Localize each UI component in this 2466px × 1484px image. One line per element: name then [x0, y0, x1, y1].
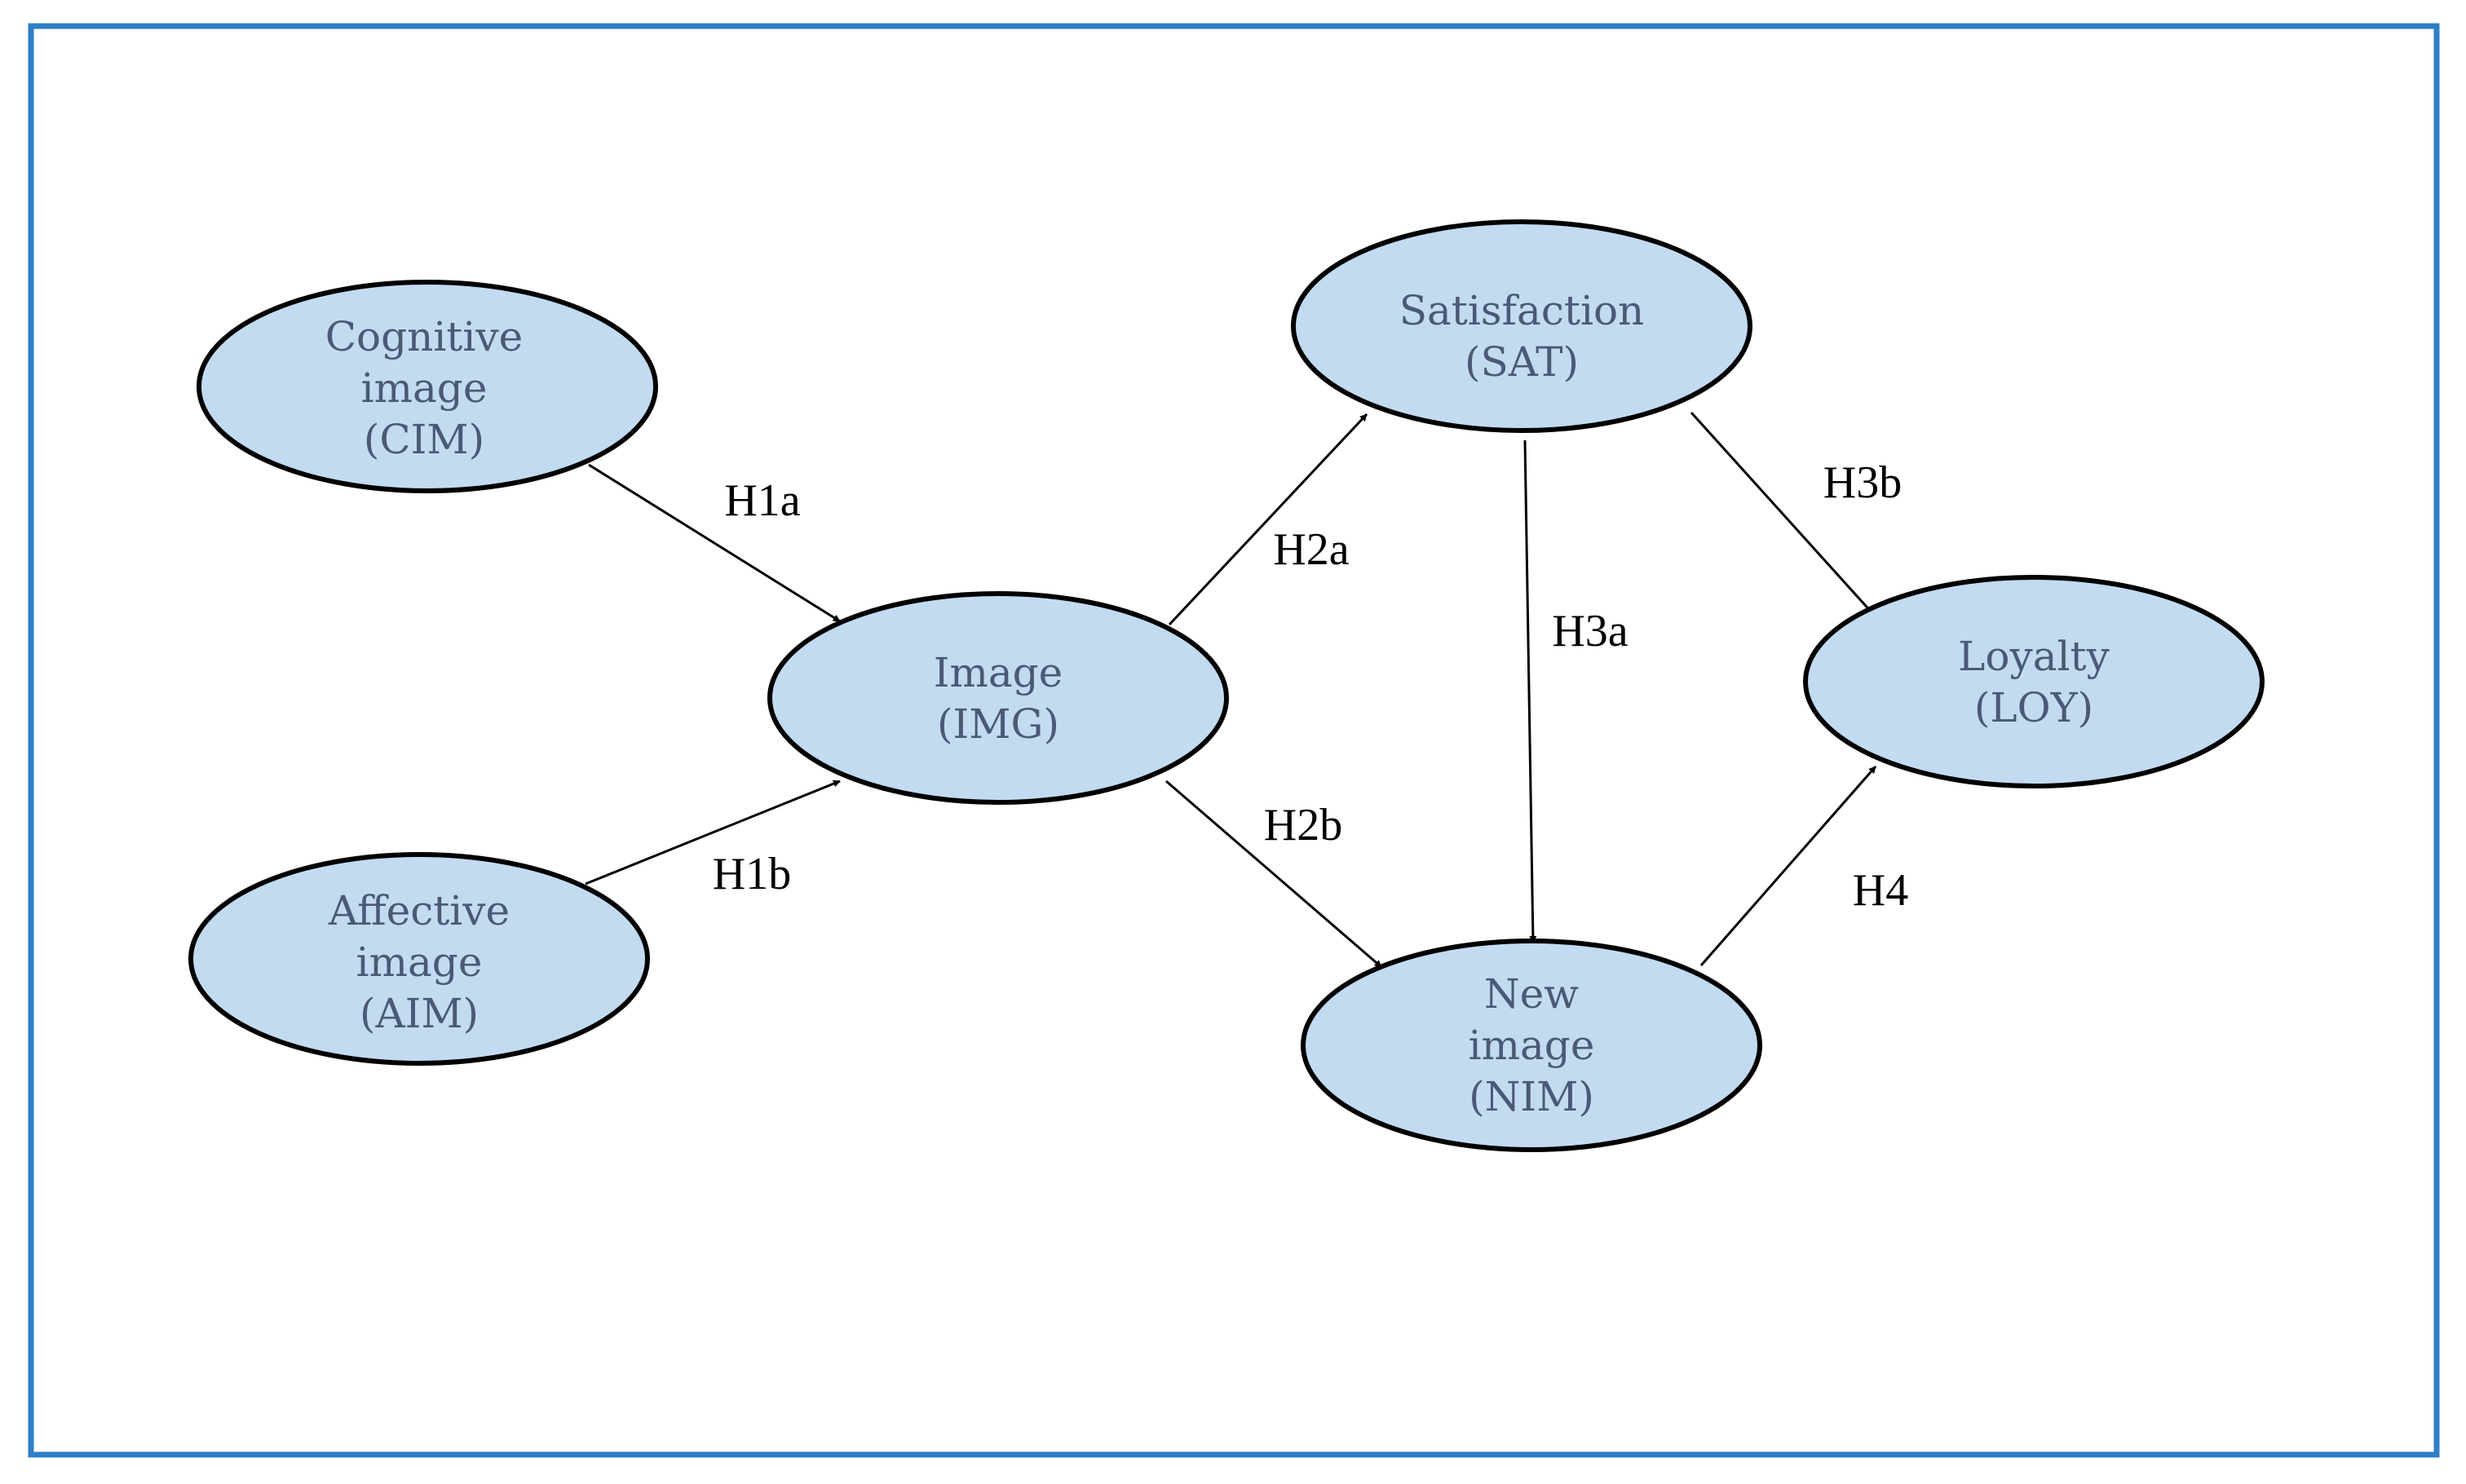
edge-line-h1b — [585, 780, 841, 886]
node-shape-img — [767, 591, 1229, 805]
node-shape-loy — [1803, 575, 2265, 788]
node-image: Image (IMG) — [767, 591, 1229, 805]
edge-h4: H4 — [1699, 766, 1908, 966]
edge-line-h3a — [1523, 439, 1537, 943]
edge-line-h2a — [1168, 413, 1368, 626]
node-label-line-1: Cognitive — [325, 313, 523, 360]
edge-h1b: H1b — [585, 780, 841, 899]
edge-h2a: H2a — [1168, 413, 1368, 626]
node-label-line-2: (LOY) — [1974, 684, 2093, 731]
nodes: Cognitive image (CIM) Affective image (A… — [188, 219, 2265, 1152]
edge-label-h2a: H2a — [1273, 524, 1349, 575]
node-label-line-3: (NIM) — [1469, 1073, 1594, 1120]
node-affective-image: Affective image (AIM) — [188, 852, 650, 1066]
edge-label-h1a: H1a — [724, 475, 800, 526]
node-label-line-1: New — [1484, 970, 1579, 1018]
node-label-line-2: image — [356, 939, 483, 986]
edge-line-h4 — [1699, 766, 1877, 966]
edge-h3a: H3a — [1523, 439, 1629, 943]
edge-line-h3b — [1690, 411, 1874, 615]
node-label-line-3: (AIM) — [360, 990, 479, 1037]
edge-h2b: H2b — [1165, 780, 1382, 969]
node-satisfaction: Satisfaction (SAT) — [1291, 219, 1752, 433]
diagram-frame — [28, 23, 2440, 1458]
node-shape-aim — [188, 852, 650, 1066]
node-shape-cim — [197, 280, 658, 493]
node-label-line-2: (IMG) — [937, 700, 1059, 748]
edge-label-h3b: H3b — [1823, 457, 1902, 508]
edge-h3b: H3b — [1690, 411, 1902, 615]
edge-line-h1a — [588, 463, 841, 623]
node-label-line-1: Satisfaction — [1399, 287, 1645, 334]
edge-line-h2b — [1165, 780, 1382, 969]
node-label-line-2: (SAT) — [1465, 338, 1579, 386]
node-label-line-1: Image — [934, 649, 1063, 696]
node-shape-nim — [1301, 939, 1762, 1152]
edge-h1a: H1a — [588, 463, 841, 623]
edge-label-h3a: H3a — [1552, 606, 1628, 656]
node-shape-sat — [1291, 219, 1752, 433]
edge-label-h4: H4 — [1853, 865, 1908, 916]
node-label-line-1: Loyalty — [1958, 633, 2110, 680]
node-loyalty: Loyalty (LOY) — [1803, 575, 2265, 788]
edge-label-h1b: H1b — [713, 849, 791, 899]
node-label-line-3: (CIM) — [364, 416, 484, 463]
node-label-line-1: Affective — [328, 887, 510, 934]
node-label-line-2: image — [1469, 1022, 1595, 1069]
node-new-image: New image (NIM) — [1301, 939, 1762, 1152]
edges: H1a H1b H2a H2b H3a H3b — [585, 411, 1908, 969]
edge-label-h2b: H2b — [1264, 800, 1342, 850]
node-label-line-2: image — [361, 364, 488, 412]
node-cognitive-image: Cognitive image (CIM) — [197, 280, 658, 493]
